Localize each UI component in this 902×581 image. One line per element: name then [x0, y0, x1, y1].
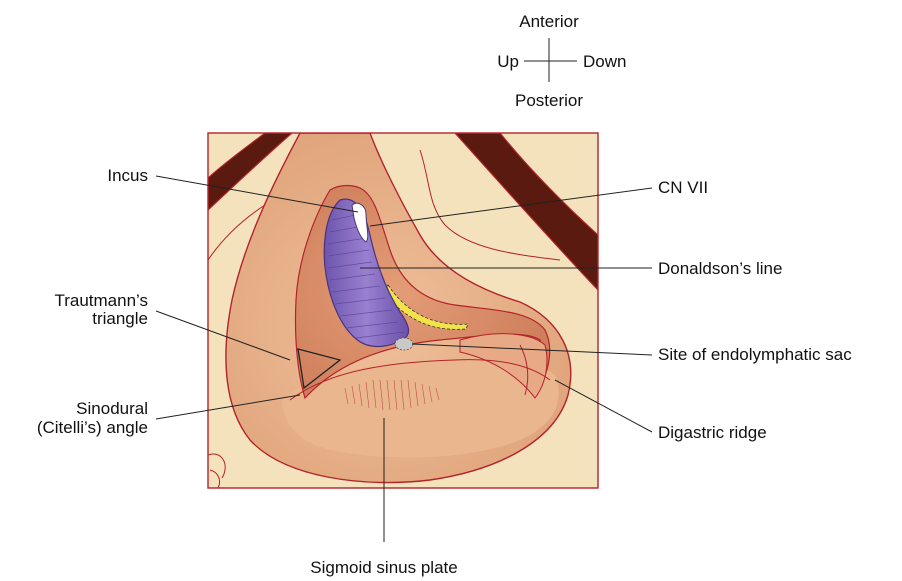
- label-sigmoid-sinus-plate: Sigmoid sinus plate: [310, 558, 457, 577]
- label-sinodural-angle-2: (Citelli’s) angle: [37, 418, 148, 437]
- compass-posterior: Posterior: [515, 91, 583, 110]
- mastoid-illustration: [208, 133, 598, 488]
- compass-down: Down: [583, 52, 626, 71]
- label-incus: Incus: [107, 166, 148, 185]
- label-endolymphatic-sac: Site of endolymphatic sac: [658, 345, 852, 364]
- label-cn-vii: CN VII: [658, 178, 708, 197]
- label-sinodural-angle-1: Sinodural: [76, 399, 148, 418]
- compass-anterior: Anterior: [519, 12, 579, 31]
- endolymphatic-sac-site: [395, 338, 413, 350]
- compass-up: Up: [497, 52, 519, 71]
- label-trautmanns-triangle-2: triangle: [92, 309, 148, 328]
- label-digastric-ridge: Digastric ridge: [658, 423, 767, 442]
- label-trautmanns-triangle-1: Trautmann’s: [54, 291, 148, 310]
- label-donaldsons-line: Donaldson’s line: [658, 259, 782, 278]
- orientation-compass: Anterior Up Down Posterior: [497, 12, 626, 110]
